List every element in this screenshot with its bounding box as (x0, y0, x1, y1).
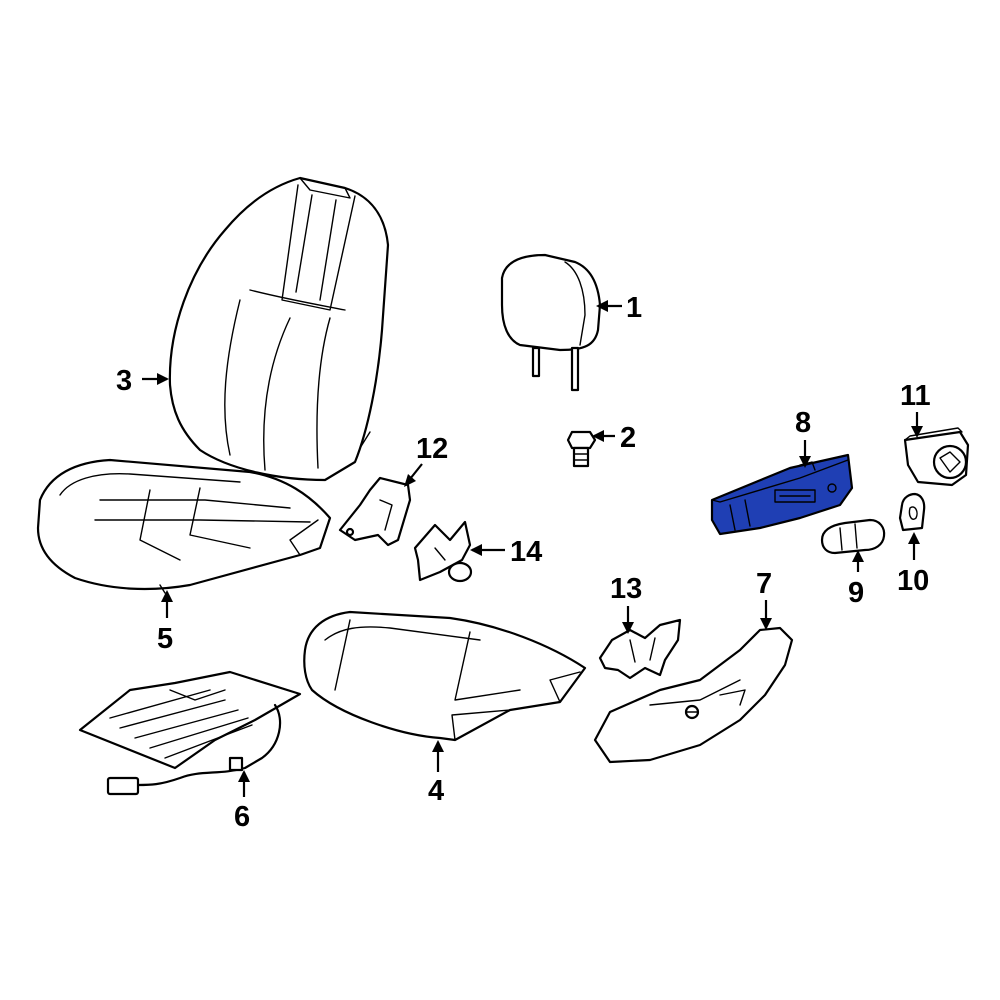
callout-arrow-1 (596, 300, 622, 312)
callout-label-5: 5 (157, 623, 173, 655)
callout-labels: 1 2 3 4 5 6 7 8 9 10 11 12 13 14 (116, 292, 931, 833)
callout-arrow-13 (622, 606, 634, 634)
part-4-seat-cushion-pad[interactable] (303, 610, 587, 742)
part-3-seat-back-cover[interactable] (168, 176, 390, 482)
part-13-cover[interactable] (598, 618, 682, 680)
callout-arrow-10 (908, 532, 920, 560)
part-9-switch-knob[interactable] (820, 518, 886, 555)
part-5-seat-cushion-cover[interactable] (36, 458, 332, 594)
callout-arrow-14 (470, 544, 505, 556)
callout-arrow-6 (238, 770, 250, 797)
callout-arrow-5 (161, 590, 173, 618)
callout-label-7: 7 (756, 568, 772, 600)
part-6-seat-heater-harness[interactable] (78, 670, 302, 796)
callout-arrows (142, 300, 923, 797)
callout-arrow-4 (432, 740, 444, 772)
part-11-lumbar-switch[interactable] (903, 427, 970, 487)
callout-arrow-11 (911, 412, 923, 438)
part-10-knob[interactable] (898, 492, 926, 532)
callout-label-10: 10 (897, 565, 929, 597)
part-7-side-shield[interactable] (593, 626, 794, 764)
callout-label-1: 1 (626, 292, 642, 324)
callout-arrow-9 (852, 550, 864, 572)
part-14-bracket[interactable] (413, 520, 473, 583)
callout-arrow-2 (592, 430, 615, 442)
callout-label-4: 4 (428, 775, 444, 807)
callout-label-12: 12 (416, 433, 448, 465)
callout-label-14: 14 (510, 536, 542, 568)
callout-label-9: 9 (848, 577, 864, 609)
part-8-power-seat-switch[interactable] (710, 453, 854, 536)
part-1-headrest[interactable] (500, 253, 602, 392)
callout-arrow-12 (404, 463, 423, 487)
callout-arrow-8 (799, 440, 811, 468)
callout-label-8: 8 (795, 407, 811, 439)
part-12-side-trim[interactable] (338, 476, 412, 547)
callout-arrow-3 (142, 373, 169, 385)
callout-label-11: 11 (900, 380, 931, 412)
callout-label-13: 13 (610, 573, 642, 605)
callout-arrow-7 (760, 600, 772, 630)
callout-label-3: 3 (116, 365, 132, 397)
callout-label-2: 2 (620, 422, 636, 454)
callout-label-6: 6 (234, 801, 250, 833)
part-2-headrest-guide[interactable] (566, 430, 597, 468)
